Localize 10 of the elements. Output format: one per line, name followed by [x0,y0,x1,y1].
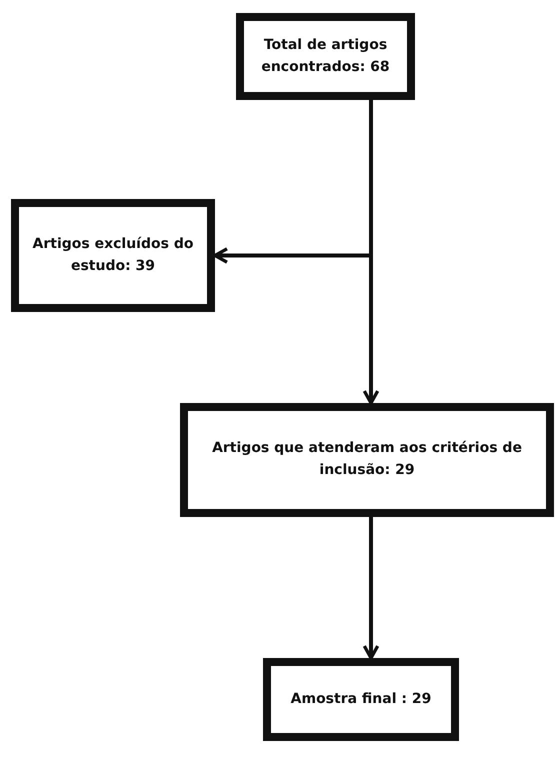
box-text: Artigos que atenderam aos critérios de inclusão: 29 [211,439,523,480]
arrow [362,100,380,405]
box-text: Amostra final : 29 [290,690,432,709]
process-box [263,658,459,741]
process-box [236,13,415,100]
box-text: Total de artigos encontrados: 68 [260,36,391,76]
process-box [11,199,215,312]
box-text: Artigos excluídos do estudo: 39 [32,234,194,276]
process-box [180,403,554,517]
arrow [362,517,380,660]
